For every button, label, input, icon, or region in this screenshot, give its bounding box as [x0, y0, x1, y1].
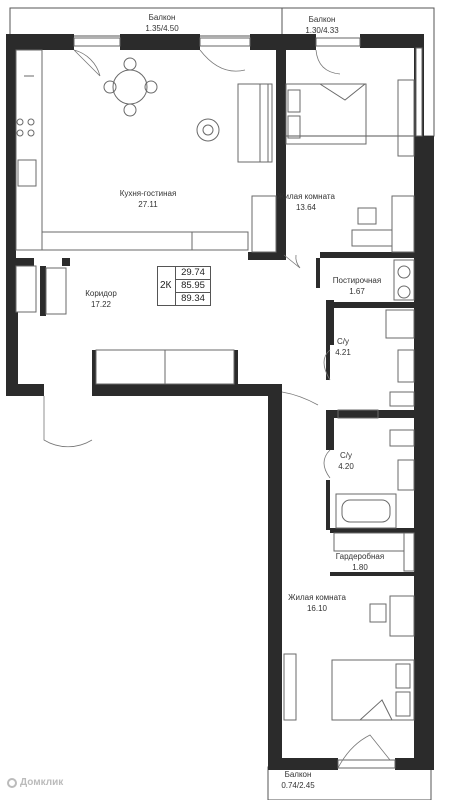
total-with-balconies: 89.34 — [181, 293, 205, 304]
domclick-logo-icon — [7, 777, 17, 788]
bedroom-2-name: Жилая комната — [288, 593, 346, 602]
bedroom-2-furniture — [283, 595, 415, 721]
living-area: 29.74 — [181, 267, 205, 278]
bath-1-name: С/у — [337, 337, 349, 346]
bedroom-2-area: 16.10 — [307, 604, 328, 613]
laundry-area: 1.67 — [349, 287, 365, 296]
balcony-1-area: 1.35/4.50 — [145, 24, 179, 33]
corridor-name: Коридор — [85, 289, 117, 298]
room-labels: Балкон 1.35/4.50 Балкон 1.30/4.33 Кухня-… — [85, 13, 384, 790]
kitchen-area: 27.11 — [138, 200, 158, 209]
bedroom-1-furniture — [251, 79, 415, 253]
area-summary: 2К 29.74 85.95 89.34 — [157, 266, 211, 306]
wardrobe-area: 1.80 — [352, 563, 368, 572]
windows — [73, 37, 423, 769]
doors — [43, 49, 391, 769]
apartment-type: 2К — [160, 280, 172, 291]
watermark: Домклик — [7, 777, 63, 788]
laundry-name: Постирочная — [333, 276, 381, 285]
corridor-area: 17.22 — [91, 300, 112, 309]
interior-walls — [6, 252, 420, 576]
storage-furniture — [15, 265, 415, 572]
balcony-outlines — [9, 7, 435, 800]
balcony-3-name: Балкон — [285, 770, 312, 779]
balcony-3-area: 0.74/2.45 — [281, 781, 315, 790]
bath-1-area: 4.21 — [335, 348, 351, 357]
wardrobe-name: Гардеробная — [336, 552, 384, 561]
bath-2-area: 4.20 — [338, 462, 354, 471]
balcony-2-area: 1.30/4.33 — [305, 26, 339, 35]
balcony-2-name: Балкон — [309, 15, 336, 24]
bedroom-1-name: Жилая комната — [277, 192, 335, 201]
kitchen-name: Кухня-гостиная — [120, 189, 177, 198]
balcony-1-name: Балкон — [149, 13, 176, 22]
bath-2-name: С/у — [340, 451, 352, 460]
kitchen-furniture — [15, 49, 273, 251]
watermark-text: Домклик — [20, 777, 64, 788]
bath-furniture — [335, 259, 415, 529]
area-values: 29.74 85.95 89.34 — [175, 267, 210, 305]
total-area: 85.95 — [176, 279, 210, 293]
bedroom-1-area: 13.64 — [296, 203, 317, 212]
